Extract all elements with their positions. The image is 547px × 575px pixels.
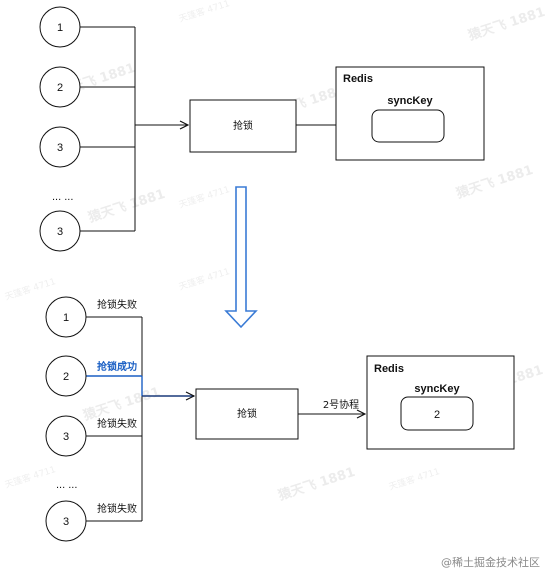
watermark-text-small: 天篷客 4711 — [177, 0, 231, 25]
top-ellipsis: ... ... — [52, 191, 73, 203]
status-success: 抢锁成功 — [97, 360, 137, 373]
bottom-node-n: 3 — [45, 500, 87, 542]
node-label: 1 — [63, 312, 69, 324]
key-label: syncKey — [414, 383, 460, 395]
success-path — [86, 375, 143, 396]
top-connectors — [79, 26, 368, 232]
top-redis-box: Redis syncKey — [335, 66, 485, 161]
status-fail-2: 抢锁失败 — [97, 417, 137, 430]
bottom-ellipsis: ... ... — [56, 479, 77, 491]
status-fail-1: 抢锁失败 — [97, 298, 137, 311]
redis-title: Redis — [343, 73, 373, 85]
lock-label: 抢锁 — [233, 119, 253, 132]
node-label: 3 — [57, 142, 63, 154]
key-slot — [400, 396, 474, 431]
watermark-text: 猿天飞 1881 — [465, 4, 547, 44]
top-node-2: 2 — [39, 66, 81, 108]
key-label: syncKey — [387, 95, 433, 107]
watermark-text-small: 天篷客 4711 — [3, 275, 57, 303]
status-fail-3: 抢锁失败 — [97, 502, 137, 515]
bottom-lock-box: 抢锁 — [195, 388, 299, 440]
watermark-text-small: 天篷客 4711 — [177, 265, 231, 293]
top-diagram: 1 2 3 ... ... 3 抢锁 Redis syncKey — [39, 6, 485, 252]
bottom-node-1: 1 — [45, 296, 87, 338]
key-slot — [371, 109, 445, 143]
bottom-redis-box: Redis syncKey 2 — [366, 355, 515, 450]
top-node-1: 1 — [39, 6, 81, 48]
watermark-text-small: 天篷客 4711 — [387, 465, 441, 493]
watermark-text: 猿天飞 1881 — [275, 464, 357, 504]
edge-label: 2号协程 — [323, 398, 359, 411]
top-lock-box: 抢锁 — [189, 99, 297, 153]
bottom-diagram: 1 抢锁失败 2 抢锁成功 3 抢锁失败 ... ... 3 抢锁失败 抢锁 2… — [45, 296, 515, 542]
bottom-node-3: 3 — [45, 415, 87, 457]
node-label: 1 — [57, 22, 63, 34]
transition-arrow-icon — [224, 186, 258, 329]
bottom-node-2: 2 — [45, 355, 87, 397]
watermark-text: 猿天飞 1881 — [85, 186, 167, 226]
brand-watermark: @稀土掘金技术社区 — [441, 555, 540, 569]
bottom-connectors — [86, 316, 365, 522]
top-node-n: 3 — [39, 210, 81, 252]
watermark-text-small: 天篷客 4711 — [177, 183, 231, 211]
key-value: 2 — [434, 409, 440, 421]
node-label: 2 — [63, 371, 69, 383]
node-label: 3 — [63, 431, 69, 443]
redis-title: Redis — [374, 363, 404, 375]
watermark-text-small: 天篷客 4711 — [3, 463, 57, 491]
node-label: 3 — [63, 516, 69, 528]
watermark-text: 猿天飞 1881 — [453, 162, 535, 202]
top-node-3: 3 — [39, 126, 81, 168]
node-label: 2 — [57, 82, 63, 94]
node-label: 3 — [57, 226, 63, 238]
lock-label: 抢锁 — [237, 407, 257, 420]
